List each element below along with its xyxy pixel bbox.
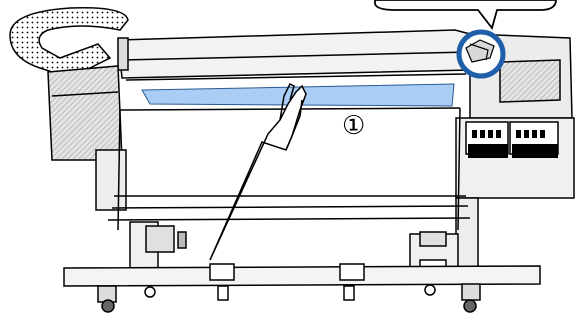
printer-left-housing	[48, 66, 126, 210]
printer-top-cover	[118, 30, 470, 78]
hand-icon	[210, 84, 306, 260]
step-number-label: ①	[342, 111, 365, 141]
media-loading-lever-icon	[459, 32, 503, 76]
callout-bubble	[375, 0, 556, 28]
